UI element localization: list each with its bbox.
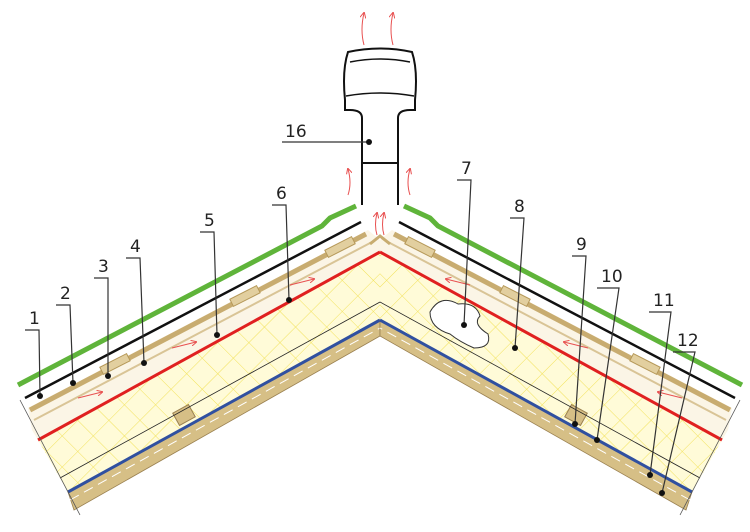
callout-label: 7 [461, 159, 472, 179]
callout-label: 9 [576, 235, 587, 255]
callout-9: 9 [572, 235, 587, 427]
callout-label: 6 [276, 184, 287, 204]
right-slope [380, 206, 742, 515]
callout-8: 8 [510, 197, 525, 351]
callout-label: 10 [601, 267, 623, 287]
callout-label: 1 [29, 309, 40, 329]
callout-16: 16 [282, 122, 372, 145]
moisture-spot [429, 299, 490, 349]
callout-7: 7 [457, 159, 472, 328]
callout-2: 2 [56, 284, 76, 386]
callout-label: 4 [130, 237, 141, 257]
callout-label: 8 [514, 197, 525, 217]
callout-12: 12 [659, 331, 699, 496]
callout-label: 11 [653, 291, 675, 311]
callout-label: 5 [204, 211, 215, 231]
airflow-arrows [348, 13, 410, 236]
callout-6: 6 [272, 184, 292, 303]
callout-10: 10 [594, 267, 623, 443]
callout-3: 3 [94, 257, 111, 379]
roof-ventilator [343, 47, 417, 205]
callout-1: 1 [25, 309, 43, 399]
callout-label: 2 [60, 284, 71, 304]
callout-label: 3 [98, 257, 109, 277]
callout-label: 16 [285, 122, 307, 142]
callout-4: 4 [126, 237, 147, 366]
callout-11: 11 [647, 291, 675, 478]
callout-label: 12 [677, 331, 699, 351]
callout-5: 5 [200, 211, 220, 338]
